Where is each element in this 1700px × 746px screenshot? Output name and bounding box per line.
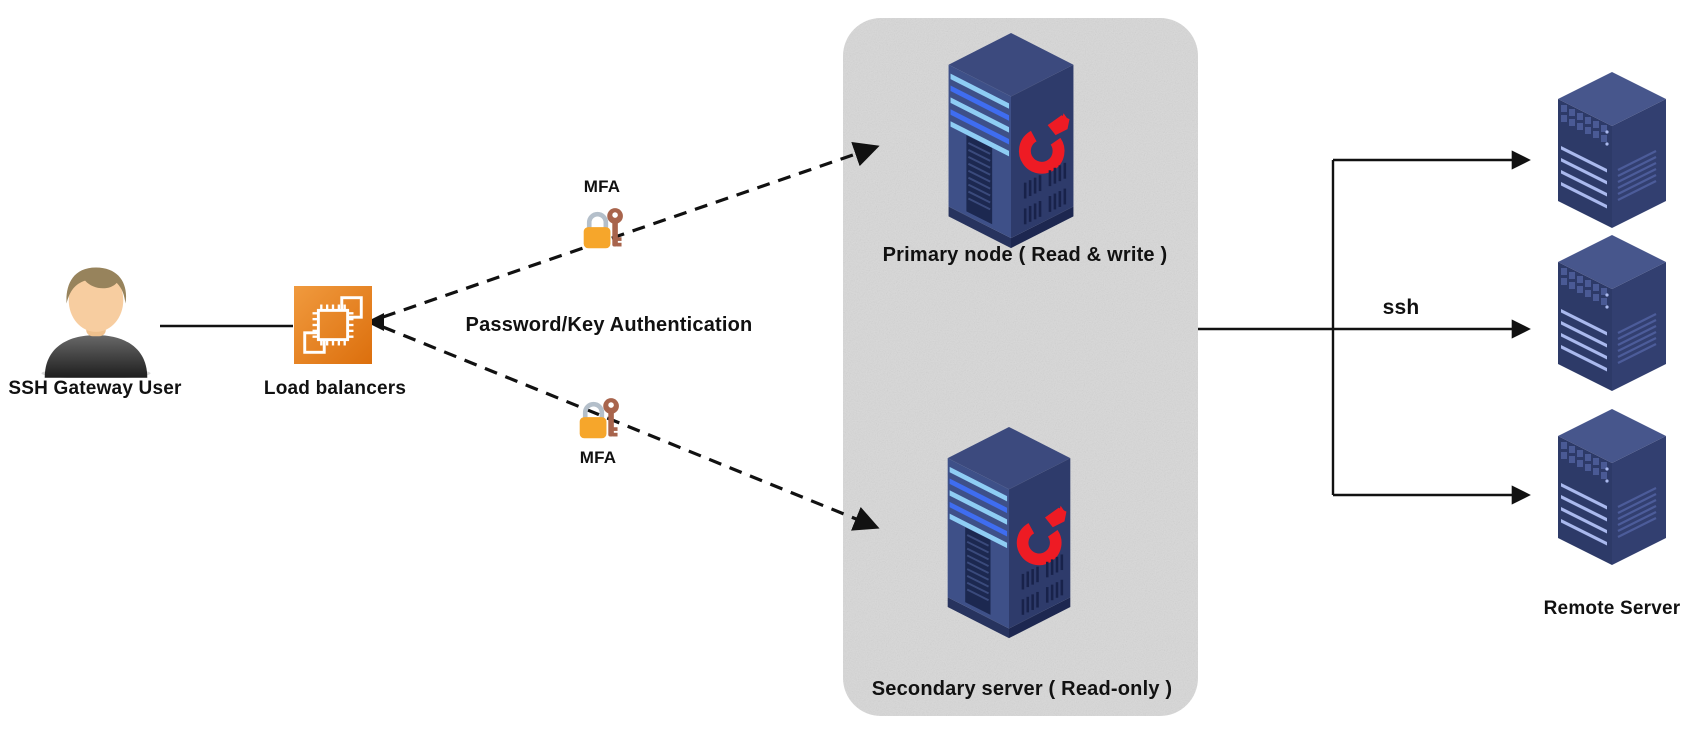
mfa-bottom-label: MFA — [579, 448, 617, 467]
mfa-top-label: MFA — [583, 177, 621, 196]
arrowhead-to-lb — [366, 313, 384, 331]
remote-server-icon-1 — [1552, 70, 1672, 234]
remote-server-icon-2 — [1552, 233, 1672, 397]
remote-server-icon-3 — [1552, 407, 1672, 571]
edge-lb-to-primary — [382, 141, 880, 319]
user-label: SSH Gateway User — [8, 378, 182, 399]
primary-node-icon — [936, 30, 1086, 256]
secondary-server-label: Secondary server ( Read-only ) — [871, 678, 1173, 700]
load-balancer-label: Load balancers — [263, 378, 407, 399]
primary-node-label: Primary node ( Read & write ) — [882, 244, 1168, 266]
lock-and-key-icon — [579, 398, 619, 439]
ssh-label: ssh — [1382, 296, 1420, 319]
secondary-server-icon — [936, 424, 1082, 646]
auth-method-label: Password/Key Authentication — [465, 314, 753, 336]
person-icon — [41, 267, 151, 378]
remote-server-label: Remote Server — [1543, 598, 1681, 619]
load-balancer-icon — [294, 286, 372, 364]
edge-lb-to-secondary — [382, 325, 880, 531]
lock-and-key-icon — [583, 208, 623, 249]
